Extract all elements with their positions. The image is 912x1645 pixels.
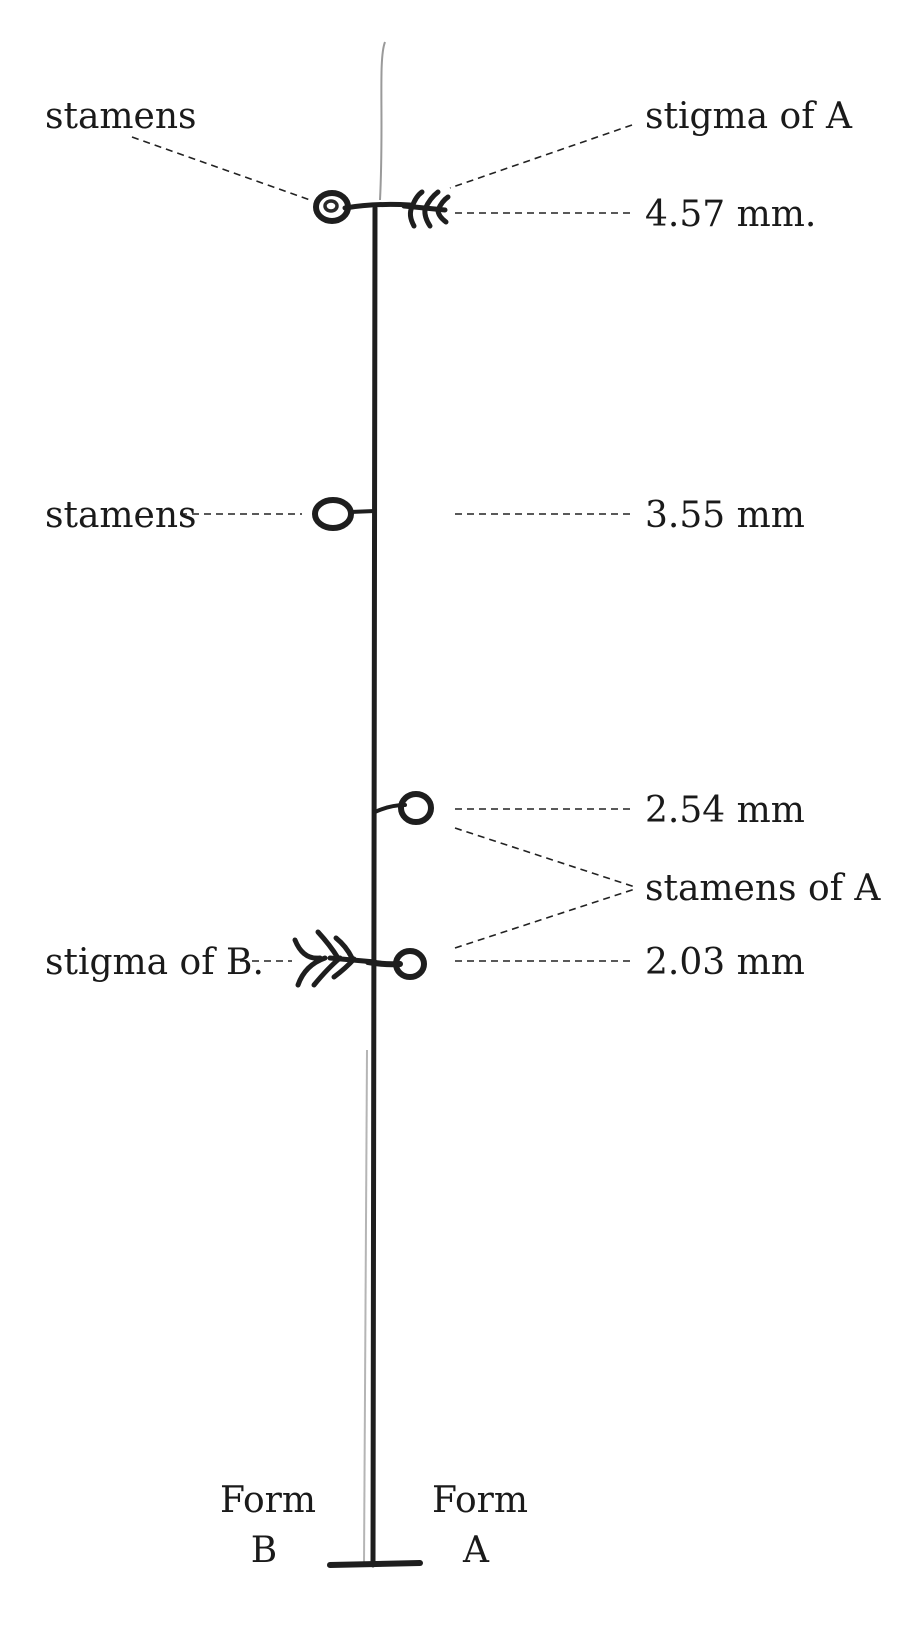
label-stamens-of-a: stamens of A: [645, 868, 881, 909]
top-stamen-ring: [313, 190, 351, 224]
label-form-b-line1: Form: [220, 1480, 316, 1521]
base-foot: [327, 1560, 423, 1568]
mid-stamen-stalk: [348, 509, 377, 514]
lower-pencil-axis: [363, 1049, 368, 1566]
label-measure-1: 4.57 mm.: [645, 194, 816, 235]
upper-pencil-axis: [379, 41, 386, 201]
a-stamen-lower-ring: [393, 948, 427, 980]
stigma-a-feather: [401, 189, 451, 229]
label-stigma-of-b: stigma of B.: [45, 942, 264, 983]
main-axis: [370, 205, 378, 1568]
leader-stigma-a: [449, 124, 633, 189]
label-mid-stamens: stamens: [45, 495, 197, 536]
label-stigma-of-a: stigma of A: [645, 96, 853, 137]
label-top-stamens: stamens: [45, 96, 197, 137]
leader-top-left-stamens: [131, 136, 311, 201]
top-crossbar: [342, 201, 413, 211]
label-measure-3: 2.54 mm: [645, 790, 805, 831]
leader-stamens-a-lower: [454, 888, 636, 949]
label-form-b-line2: B: [251, 1530, 277, 1571]
label-measure-4: 2.03 mm: [645, 942, 805, 983]
stigma-b-feather: [292, 929, 378, 988]
label-form-a-line2: A: [462, 1530, 490, 1571]
leader-stamens-a-upper: [454, 827, 636, 888]
mid-stamen-ring: [312, 497, 354, 531]
a-stamen-upper-ring: [398, 791, 434, 825]
label-measure-2: 3.55 mm: [645, 495, 805, 536]
label-form-a-line1: Form: [432, 1480, 528, 1521]
